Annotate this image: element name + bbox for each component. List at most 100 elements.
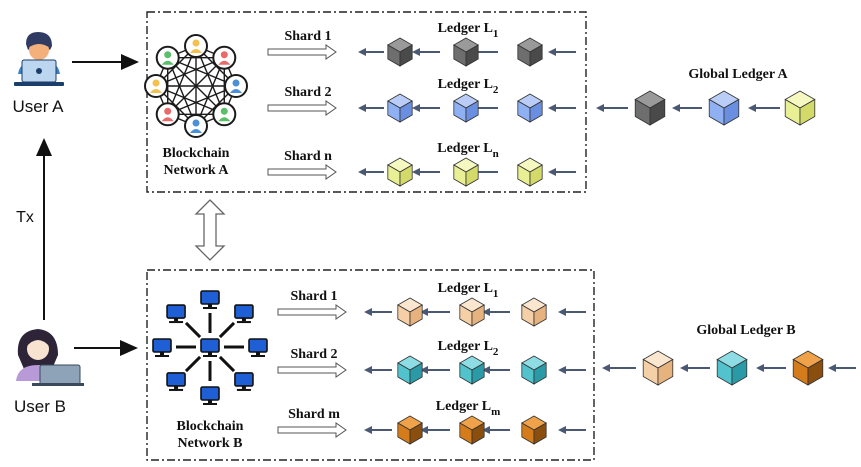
shard-arrow [277, 304, 347, 320]
network-node [212, 45, 237, 70]
global-ledger-b-chain [602, 350, 856, 386]
network-node [212, 102, 237, 127]
global-ledger-a-label: Global Ledger A [688, 67, 788, 82]
block-cube [517, 157, 543, 187]
chain-arrow [420, 426, 450, 434]
user-b-label: User B [14, 397, 66, 416]
chain-arrow [358, 168, 384, 176]
shard-label: Shard 1 [290, 289, 337, 304]
shard-label: Shard m [288, 407, 340, 422]
block-cube [387, 37, 413, 67]
user-a-icon [14, 32, 64, 86]
chain-arrow [558, 308, 586, 316]
shard-row: Shard 1 Ledger L1 [267, 21, 576, 67]
chain-arrow [420, 308, 450, 316]
block-cube [521, 355, 547, 385]
ledger-subscript: m [491, 406, 500, 418]
shard-arrow [267, 164, 337, 180]
block-cube [387, 157, 413, 187]
chain-arrow [364, 308, 392, 316]
block-cube [517, 93, 543, 123]
chain-arrow [364, 426, 392, 434]
computer-icon [234, 372, 254, 391]
shard-label: Shard 2 [284, 85, 331, 100]
computer-icon [248, 338, 268, 357]
user-a-label: User A [12, 97, 64, 116]
global-chain-arrow [596, 104, 628, 112]
block-cube [521, 415, 547, 445]
chain-arrow [412, 168, 440, 176]
network-node [224, 74, 248, 98]
block-cube [453, 37, 479, 67]
shard-label: Shard 2 [290, 347, 337, 362]
ledger-label: Ledger L1 [438, 21, 499, 40]
shard-arrow [277, 422, 347, 438]
shard-arrow [277, 362, 347, 378]
ledger-subscript: 1 [493, 28, 499, 40]
chain-arrow [482, 308, 510, 316]
global-block-cube [792, 350, 824, 386]
shard-label: Shard 1 [284, 29, 331, 44]
user-b-icon [16, 329, 84, 386]
computer-icon [200, 386, 220, 405]
global-block-cube [642, 350, 674, 386]
chain-arrow [412, 48, 440, 56]
block-cube [397, 355, 423, 385]
ledger-subscript: 2 [493, 84, 499, 96]
chain-arrow [412, 104, 440, 112]
block-cube [459, 355, 485, 385]
block-cube [453, 93, 479, 123]
block-cube [397, 415, 423, 445]
blockchain-network-a-icon [144, 34, 248, 138]
global-ledger-b-label: Global Ledger B [696, 323, 795, 338]
chain-arrow [482, 366, 510, 374]
shard-row: Shard m Ledger Lm [277, 399, 586, 445]
shard-arrow [267, 44, 337, 60]
computer-icon [200, 338, 220, 357]
chain-arrow [558, 426, 586, 434]
chain-arrow [548, 48, 576, 56]
ledger-subscript: 1 [493, 288, 499, 300]
global-block-cube [634, 90, 666, 126]
global-block-cube [716, 350, 748, 386]
block-cube [459, 415, 485, 445]
chain-arrow [548, 104, 576, 112]
chain-arrow [482, 426, 510, 434]
global-chain-arrow [680, 364, 710, 372]
computer-icon [166, 304, 186, 324]
block-cube [453, 157, 479, 187]
computer-icon [152, 338, 172, 357]
global-chain-arrow [828, 364, 856, 372]
ledger-label: Ledger Ln [437, 141, 498, 160]
network-node [184, 34, 208, 58]
block-cube [397, 297, 423, 327]
ledger-subscript: 2 [493, 346, 499, 358]
block-cube [521, 297, 547, 327]
ledger-label: Ledger Lm [436, 399, 501, 418]
ledger-subscript: n [493, 148, 499, 160]
computer-icon [166, 372, 186, 391]
global-block-cube [708, 90, 740, 126]
network-node [155, 102, 180, 127]
global-ledger-a-chain [596, 90, 816, 126]
global-chain-arrow [672, 104, 702, 112]
computer-icon [234, 304, 254, 324]
network-a-label-line1: Blockchain [163, 146, 230, 161]
shard-row: Shard n Ledger Ln [267, 141, 576, 187]
block-cube [387, 93, 413, 123]
blockchain-network-b-icon [152, 290, 268, 405]
global-chain-arrow [748, 104, 780, 112]
shard-label: Shard n [284, 149, 332, 164]
chain-arrow [558, 366, 586, 374]
computer-icon [200, 290, 220, 309]
chain-arrow [358, 104, 384, 112]
global-chain-arrow [756, 364, 786, 372]
network-node [144, 74, 168, 98]
cross-network-arrow [194, 199, 226, 261]
